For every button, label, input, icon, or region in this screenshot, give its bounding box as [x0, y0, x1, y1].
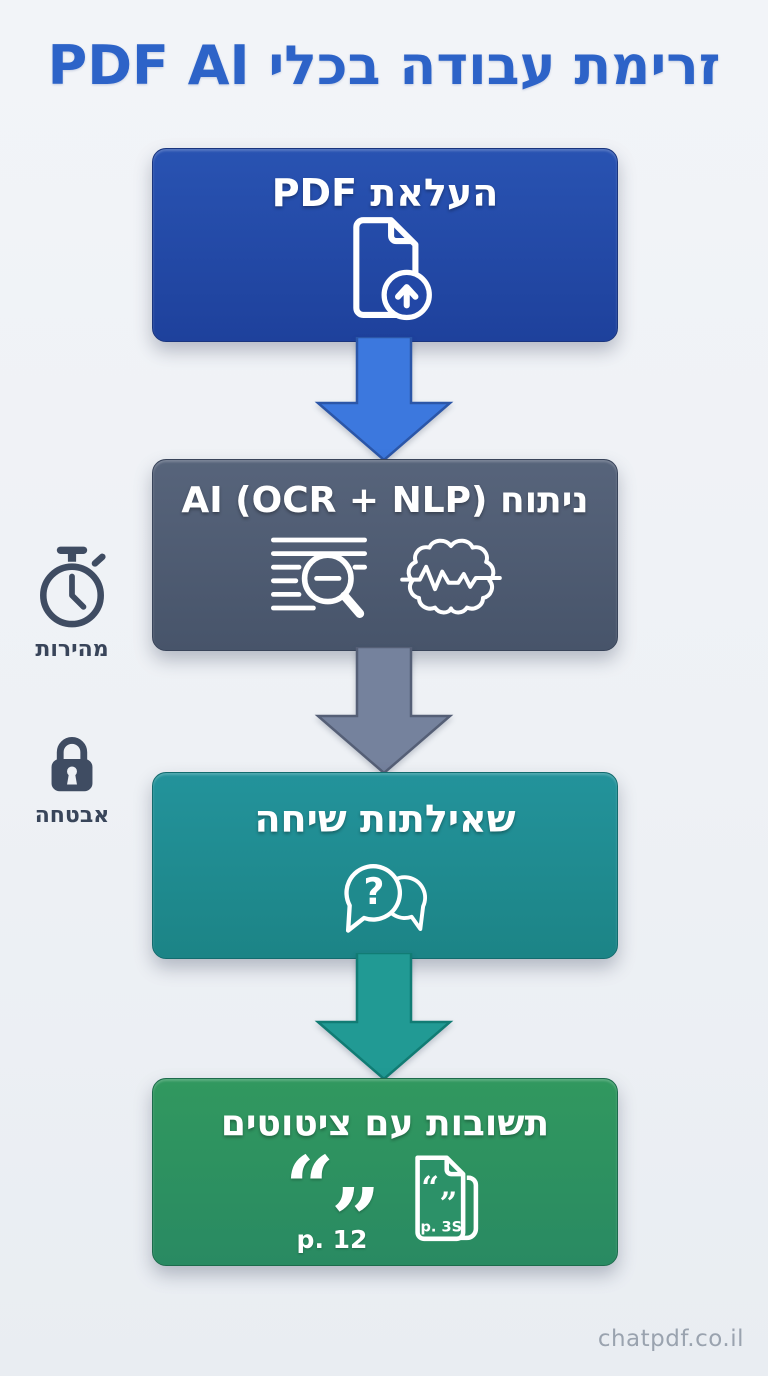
stopwatch-icon	[40, 546, 106, 628]
step-chat-label: שאילתות שיחה	[254, 797, 516, 841]
step-upload-label: העלאת PDF	[271, 171, 499, 215]
flow-arrow-2	[314, 647, 454, 775]
speed-badge-label: מהירות	[35, 637, 109, 662]
flow-arrow-3	[314, 953, 454, 1081]
cited-document-icon: “ ” p. 3S	[415, 1155, 479, 1242]
security-badge-label: אבטחה	[34, 803, 110, 828]
question-mark-glyph: ?	[364, 871, 385, 913]
padlock-icon	[51, 737, 93, 792]
speed-badge: מהירות	[20, 545, 124, 662]
chat-question-icon: ?	[344, 864, 427, 933]
pdf-upload-icon	[353, 217, 432, 321]
step-answers-card: תשובות עם ציטוטים “ ” p. 12 “ ” p. 3S	[152, 1078, 618, 1266]
website-url: chatpdf.co.il	[597, 1326, 744, 1352]
citation-page-label-2: p. 3S	[420, 1219, 462, 1236]
security-badge: אבטחה	[20, 731, 124, 828]
doc-close-quote-glyph: ”	[439, 1186, 457, 1222]
citation-page-label-1: p. 12	[296, 1225, 368, 1254]
flow-arrow-1	[314, 337, 454, 462]
step-answers-label: תשובות עם ציטוטים	[220, 1103, 550, 1144]
step-upload-card: העלאת PDF	[152, 148, 618, 342]
open-quote-glyph: “	[285, 1138, 335, 1239]
doc-open-quote-glyph: “	[421, 1170, 439, 1206]
document-search-icon	[271, 537, 367, 618]
close-quote-glyph: ”	[331, 1170, 381, 1271]
page-title: זרימת עבודה בכלי PDF AI	[47, 34, 721, 97]
citation-icon-row: “ ” p. 12 “ ” p. 3S	[285, 1146, 485, 1264]
step-analysis-card: ניתוח AI (OCR + NLP)	[152, 459, 618, 651]
step-chat-card: שאילתות שיחה ?	[152, 772, 618, 959]
step-analysis-label: ניתוח AI (OCR + NLP)	[181, 480, 589, 521]
citation-quotes-icon: “ ” p. 12	[285, 1146, 387, 1264]
analysis-icon-row	[267, 531, 503, 625]
brain-pulse-icon	[400, 538, 502, 615]
